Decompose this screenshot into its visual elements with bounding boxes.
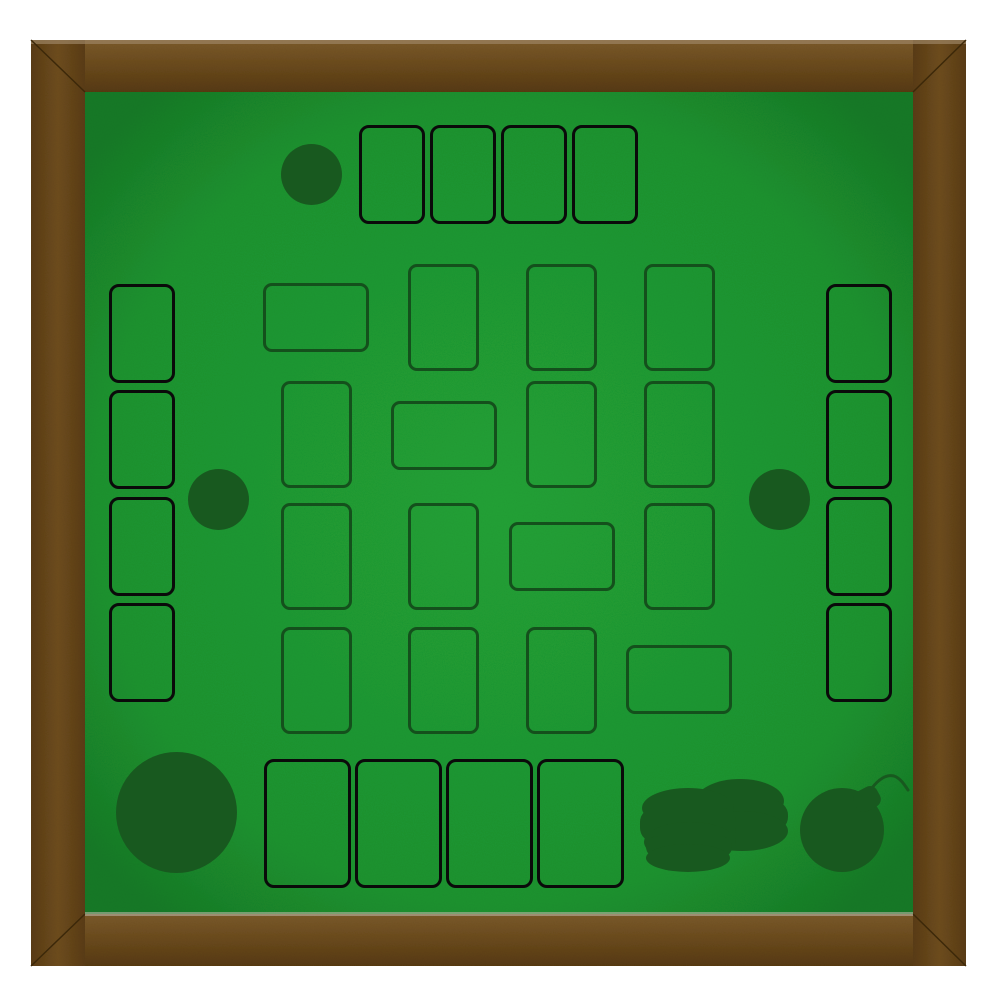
center-card-slot[interactable] xyxy=(408,627,479,734)
center-card-slot[interactable] xyxy=(281,627,352,734)
dealer-chip-icon xyxy=(749,469,810,530)
right-player-card-slot[interactable] xyxy=(826,497,892,596)
bottom-player-card-slot[interactable] xyxy=(264,759,351,888)
center-card-slot[interactable] xyxy=(644,503,715,610)
dealer-chip-icon xyxy=(188,469,249,530)
bomb-icon xyxy=(800,774,910,872)
bottom-player-card-slot[interactable] xyxy=(446,759,533,888)
top-player-card-slot[interactable] xyxy=(501,125,567,224)
center-card-slot[interactable] xyxy=(526,381,597,488)
top-player-card-slot[interactable] xyxy=(430,125,496,224)
top-player-card-slot[interactable] xyxy=(572,125,638,224)
center-card-slot[interactable] xyxy=(408,264,479,371)
dealer-chip-icon xyxy=(281,144,342,205)
center-card-slot[interactable] xyxy=(281,503,352,610)
center-card-slot-horizontal[interactable] xyxy=(391,401,497,470)
center-card-slot[interactable] xyxy=(408,503,479,610)
center-card-slot-horizontal[interactable] xyxy=(509,522,615,591)
center-card-slot-horizontal[interactable] xyxy=(263,283,369,352)
center-card-slot[interactable] xyxy=(644,381,715,488)
avatar-circle-icon xyxy=(116,752,237,873)
left-player-card-slot[interactable] xyxy=(109,497,175,596)
left-player-card-slot[interactable] xyxy=(109,284,175,383)
left-player-card-slot[interactable] xyxy=(109,390,175,489)
right-player-card-slot[interactable] xyxy=(826,390,892,489)
bottom-player-card-slot[interactable] xyxy=(355,759,442,888)
left-player-card-slot[interactable] xyxy=(109,603,175,702)
center-card-slot-horizontal[interactable] xyxy=(626,645,732,714)
center-card-slot[interactable] xyxy=(644,264,715,371)
bottom-player-card-slot[interactable] xyxy=(537,759,624,888)
chip-stack-icon xyxy=(640,779,788,872)
center-card-slot[interactable] xyxy=(526,264,597,371)
right-player-card-slot[interactable] xyxy=(826,603,892,702)
center-card-slot[interactable] xyxy=(526,627,597,734)
right-player-card-slot[interactable] xyxy=(826,284,892,383)
top-player-card-slot[interactable] xyxy=(359,125,425,224)
center-card-slot[interactable] xyxy=(281,381,352,488)
